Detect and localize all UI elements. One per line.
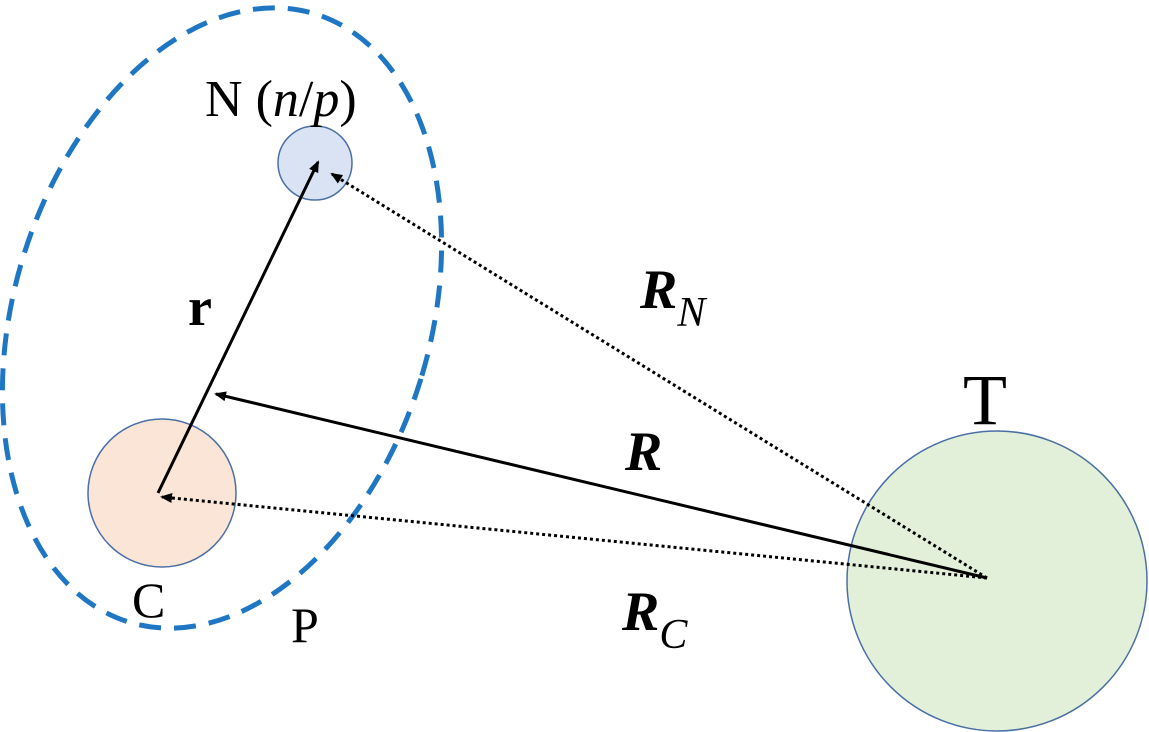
nucleon-label-slash: /: [299, 71, 314, 128]
RC-vector-label: RC: [621, 581, 688, 658]
r-vector-arrow: [156, 160, 320, 494]
nucleon-label-open-paren: (: [243, 71, 273, 128]
nucleon-label-n: n: [273, 71, 299, 128]
nucleon-label-close-paren: ): [339, 71, 356, 128]
target-label: T: [963, 360, 1007, 440]
RN-label-sub: N: [676, 290, 707, 336]
core-label: C: [132, 572, 165, 628]
projectile-boundary: [0, 5, 445, 631]
nucleon-circle: [277, 125, 353, 201]
RC-label-sub: C: [659, 612, 688, 658]
r-vector-label: r: [188, 277, 212, 337]
RC-label-main: R: [621, 581, 659, 643]
R-vector-arrow: [214, 391, 988, 580]
nucleon-label-N: N: [205, 71, 243, 128]
R-vector-label: R: [624, 421, 662, 483]
RN-vector-arrow: [330, 172, 988, 580]
nucleon-label: N (n/p): [205, 71, 357, 128]
RN-label-main: R: [639, 259, 677, 321]
RN-vector-label: RN: [639, 259, 707, 336]
target-circle: [846, 430, 1148, 732]
core-circle: [87, 418, 237, 568]
nucleon-label-p: p: [309, 71, 339, 128]
RC-vector-arrow: [160, 493, 988, 580]
projectile-label: P: [291, 597, 319, 653]
